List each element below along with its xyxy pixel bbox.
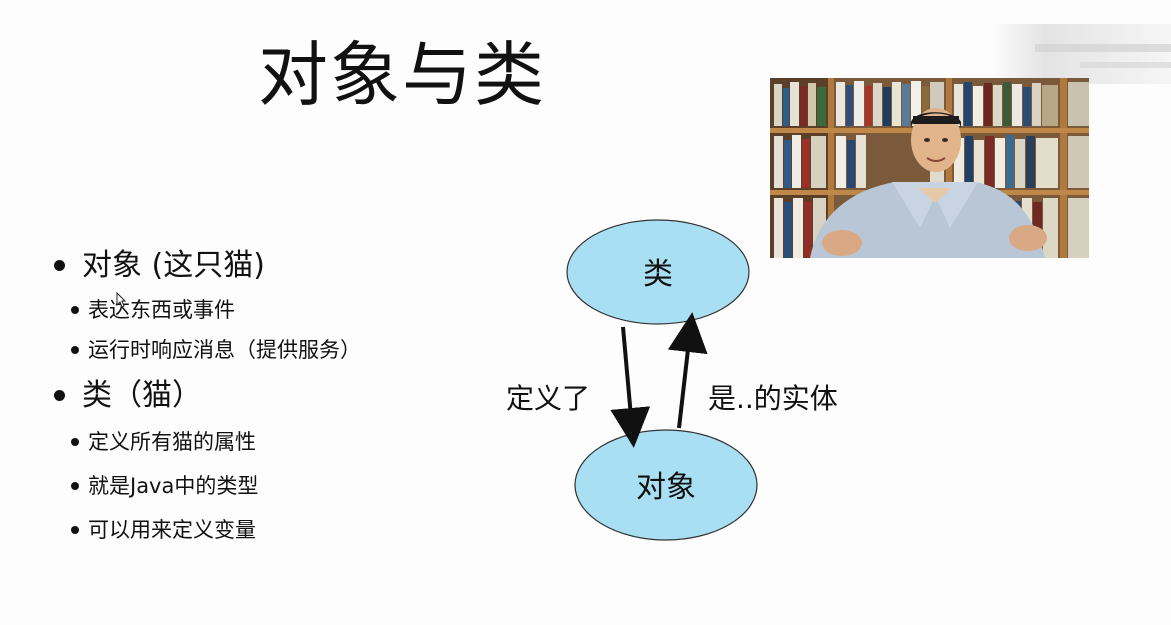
bullet-class: 类（猫） <box>52 374 492 418</box>
bullet-list: 对象 (这只猫) 表达东西或事件 运行时响应消息（提供服务） 类（猫） 定义所有… <box>52 244 492 552</box>
object-node-label: 对象 <box>636 470 696 505</box>
defines-arrow <box>610 326 651 448</box>
defines-label: 定义了 <box>506 382 590 415</box>
instance-of-label: 是..的实体 <box>708 382 838 415</box>
overlay-glare <box>990 24 1171 84</box>
bullet-object: 对象 (这只猫) <box>52 244 492 288</box>
mouse-cursor-icon <box>116 291 127 312</box>
class-node-label: 类 <box>643 257 673 292</box>
sub-bullet: 就是Java中的类型 <box>52 464 492 508</box>
overlay-glare-line <box>1080 62 1171 68</box>
object-node <box>574 429 758 541</box>
instructor-video[interactable] <box>770 78 1089 258</box>
overlay-glare-line <box>1035 44 1171 52</box>
sub-bullet: 可以用来定义变量 <box>52 508 492 552</box>
class-node <box>566 219 750 325</box>
sub-bullet: 表达东西或事件 <box>52 290 492 330</box>
slide-title: 对象与类 <box>258 34 546 116</box>
class-object-diagram: 类 对象 定义了 是..的实体 <box>490 200 890 560</box>
sub-bullet: 定义所有猫的属性 <box>52 420 492 464</box>
sub-bullet: 运行时响应消息（提供服务） <box>52 330 492 370</box>
instance-of-arrow <box>667 312 708 429</box>
